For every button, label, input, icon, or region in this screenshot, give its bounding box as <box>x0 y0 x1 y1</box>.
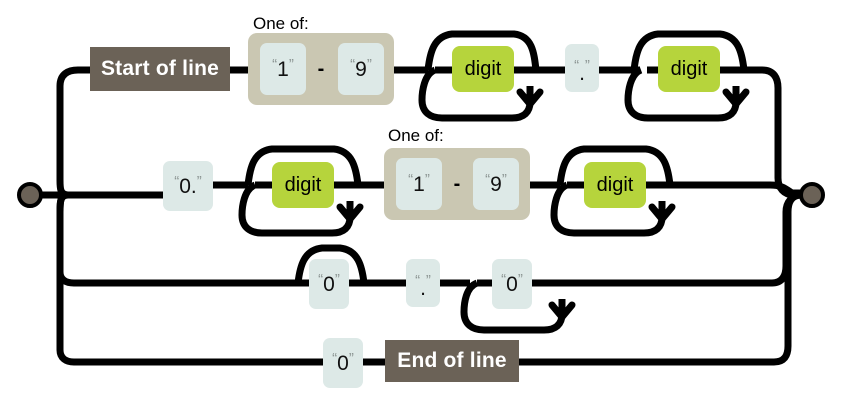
literal-period-1[interactable]: “.” <box>565 44 599 92</box>
range-dash-1: - <box>317 57 325 80</box>
literal-9-b[interactable]: “9” <box>473 158 519 210</box>
digit-label: digit <box>464 57 502 80</box>
open-quote-icon: “ <box>408 170 414 188</box>
open-quote-icon: “ <box>174 172 180 190</box>
open-quote-icon: “ <box>318 270 324 288</box>
end-of-line-label: End of line <box>397 349 507 372</box>
literal-period-2[interactable]: “.” <box>406 259 440 307</box>
end-of-line-box[interactable]: End of line <box>385 340 519 382</box>
literal-9[interactable]: “9” <box>338 43 384 95</box>
digit-label: digit <box>284 173 322 196</box>
open-quote-icon: “ <box>415 271 421 289</box>
close-quote-icon: ” <box>425 271 431 289</box>
literal-zero-1-value: 0 <box>323 272 335 296</box>
close-quote-icon: ” <box>196 172 202 190</box>
digit-box-2[interactable]: digit <box>658 46 720 92</box>
digit-box-1[interactable]: digit <box>452 46 514 92</box>
open-quote-icon: “ <box>485 170 491 188</box>
digit-label: digit <box>670 57 708 80</box>
literal-1[interactable]: “1” <box>260 43 306 95</box>
digit-box-3[interactable]: digit <box>272 162 334 208</box>
close-quote-icon: ” <box>334 270 340 288</box>
open-quote-icon: “ <box>574 56 580 74</box>
literal-9-b-value: 9 <box>490 172 502 196</box>
one-of-label-1: One of: <box>253 14 309 33</box>
open-quote-icon: “ <box>332 349 338 367</box>
close-quote-icon: ” <box>288 55 294 73</box>
open-quote-icon: “ <box>350 55 356 73</box>
literal-zero-1[interactable]: “0” <box>309 259 349 309</box>
close-quote-icon: ” <box>517 270 523 288</box>
literal-1-b-value: 1 <box>413 172 425 196</box>
close-quote-icon: ” <box>366 55 372 73</box>
digit-label: digit <box>596 173 634 196</box>
start-of-line-box[interactable]: Start of line <box>90 47 230 91</box>
one-of-label-2: One of: <box>388 126 444 145</box>
start-node <box>17 182 43 208</box>
close-quote-icon: ” <box>501 170 507 188</box>
literal-period-2-value: . <box>420 276 426 300</box>
open-quote-icon: “ <box>272 55 278 73</box>
literal-period-1-value: . <box>579 61 585 85</box>
literal-zero-3[interactable]: “0” <box>323 338 363 388</box>
digit-box-4[interactable]: digit <box>584 162 646 208</box>
literal-9-value: 9 <box>355 57 367 81</box>
start-of-line-label: Start of line <box>100 57 220 80</box>
literal-1-value: 1 <box>277 57 289 81</box>
open-quote-icon: “ <box>501 270 507 288</box>
literal-zero-2[interactable]: “0” <box>492 259 532 309</box>
literal-zero-dot[interactable]: “0.” <box>163 161 213 211</box>
literal-zero-dot-value: 0. <box>179 174 197 198</box>
literal-1-b[interactable]: “1” <box>396 158 442 210</box>
literal-zero-2-value: 0 <box>506 272 518 296</box>
close-quote-icon: ” <box>584 56 590 74</box>
literal-zero-3-value: 0 <box>337 351 349 375</box>
end-node <box>799 182 825 208</box>
close-quote-icon: ” <box>348 349 354 367</box>
range-dash-2: - <box>453 172 461 195</box>
close-quote-icon: ” <box>424 170 430 188</box>
